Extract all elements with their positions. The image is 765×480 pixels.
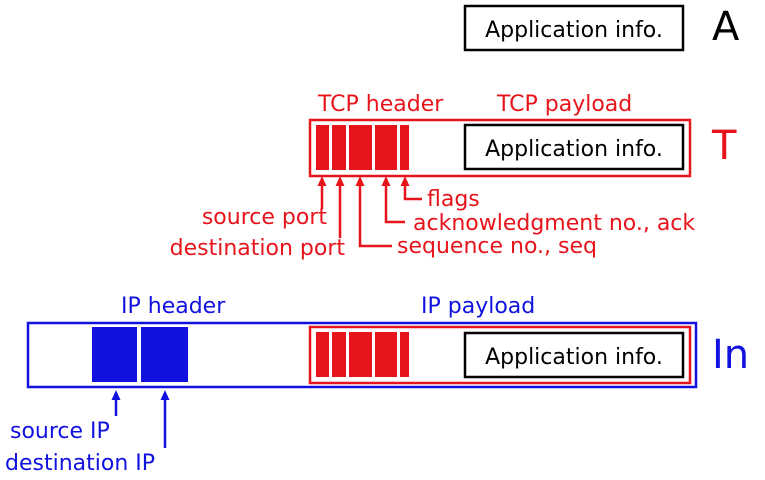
- sequence-pointer: [358, 183, 392, 248]
- ip-payload-tcp-field-1: [316, 332, 329, 377]
- acknowledgment-label: acknowledgment no., ack: [413, 211, 695, 236]
- transport-layer: TCP header TCP payload Application info.…: [170, 92, 737, 261]
- tcp-application-info-label: Application info.: [485, 137, 663, 162]
- tcp-application-info-box: [463, 123, 685, 171]
- source-port-label: source port: [202, 205, 328, 230]
- tcp-header-field-sequence: [349, 125, 372, 170]
- ip-payload-tcp-field-5: [400, 332, 409, 377]
- ip-header-field-destination: [141, 327, 188, 382]
- application-info-label: Application info.: [485, 18, 663, 43]
- tcp-field-arrowheads: [317, 176, 410, 186]
- flags-pointer: [403, 183, 422, 201]
- application-layer-letter: A: [712, 4, 740, 50]
- source-ip-arrowhead: [111, 390, 121, 400]
- ip-field-pointers: [114, 398, 167, 448]
- tcp-header-field-flags: [400, 125, 409, 170]
- source-ip-label: source IP: [10, 419, 110, 444]
- application-layer: Application info. A: [463, 4, 740, 52]
- tcp-header-field-destination-port: [332, 125, 346, 170]
- tcp-payload-label: TCP payload: [496, 92, 632, 117]
- acknowledgment-pointer: [384, 183, 405, 224]
- ip-header-field-source: [92, 327, 137, 382]
- ip-header-label: IP header: [121, 294, 226, 319]
- internet-layer: IP header IP payload Application info. I…: [5, 294, 749, 476]
- tcp-header-field-source-port: [316, 125, 329, 170]
- flags-label: flags: [427, 187, 480, 212]
- destination-port-label: destination port: [170, 236, 346, 261]
- application-info-box: [463, 4, 685, 52]
- source-port-arrowhead: [317, 176, 327, 186]
- transport-layer-letter: T: [711, 123, 737, 169]
- sequence-label: sequence no., seq: [397, 234, 597, 259]
- destination-port-arrowhead: [335, 176, 345, 186]
- tcp-field-pointers: [320, 183, 422, 248]
- flags-arrowhead: [400, 176, 410, 186]
- sequence-arrowhead: [355, 176, 365, 186]
- tcp-header-label: TCP header: [317, 92, 444, 117]
- ip-payload-tcp-field-4: [375, 332, 397, 377]
- ip-payload-label: IP payload: [421, 294, 535, 319]
- ip-payload-tcp-field-2: [332, 332, 346, 377]
- destination-ip-label: destination IP: [5, 451, 155, 476]
- tcp-header-field-acknowledgment: [375, 125, 397, 170]
- ip-application-info-label: Application info.: [485, 345, 663, 370]
- ip-field-arrowheads: [111, 390, 170, 400]
- acknowledgment-arrowhead: [381, 176, 391, 186]
- destination-ip-arrowhead: [160, 390, 170, 400]
- ip-payload-tcp-field-3: [349, 332, 372, 377]
- ip-application-info-box: [463, 331, 685, 379]
- internet-layer-letter: In: [712, 332, 749, 378]
